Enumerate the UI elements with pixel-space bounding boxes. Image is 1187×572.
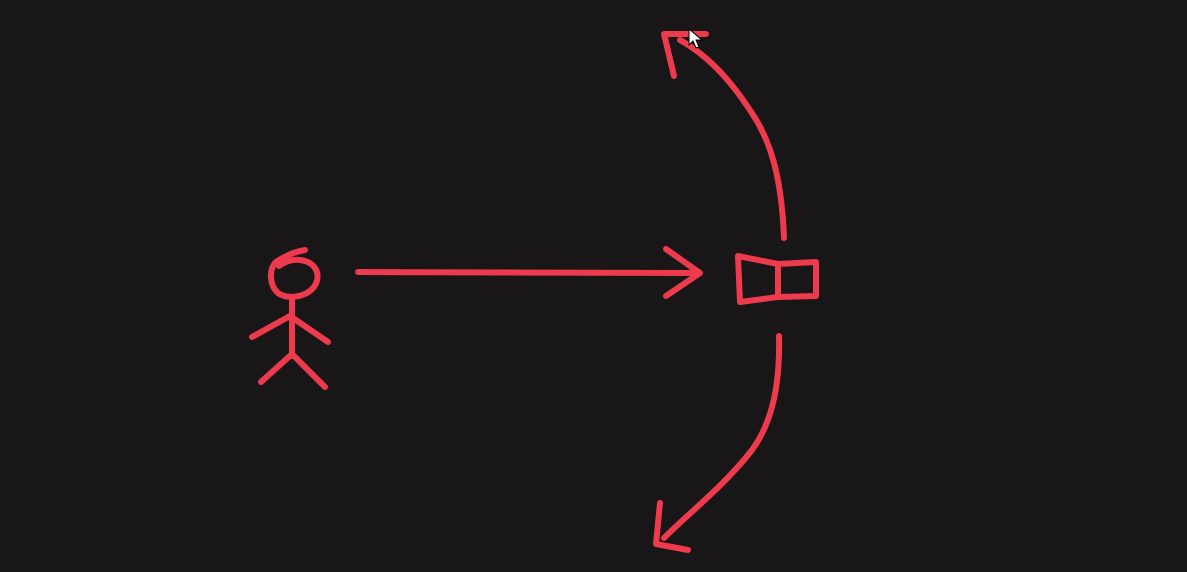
stick-figure-legs — [258, 351, 328, 390]
sight-arrow — [355, 246, 703, 299]
rotate-down-arrow-shaft — [661, 333, 783, 541]
camera-icon — [735, 253, 819, 305]
camera-body — [775, 259, 819, 300]
mouse-pointer-shape — [688, 28, 704, 49]
stick-figure-head — [268, 247, 321, 300]
mouse-pointer-icon — [688, 28, 704, 49]
sight-arrow-head — [663, 246, 703, 299]
rotate-down-arrow-head — [653, 500, 691, 553]
rotate-down-arrow — [653, 333, 783, 553]
rotate-up-arrow-shaft — [677, 37, 787, 241]
stick-figure-arms — [249, 313, 331, 345]
sight-arrow-shaft — [355, 269, 701, 276]
stick-figure — [249, 247, 331, 390]
